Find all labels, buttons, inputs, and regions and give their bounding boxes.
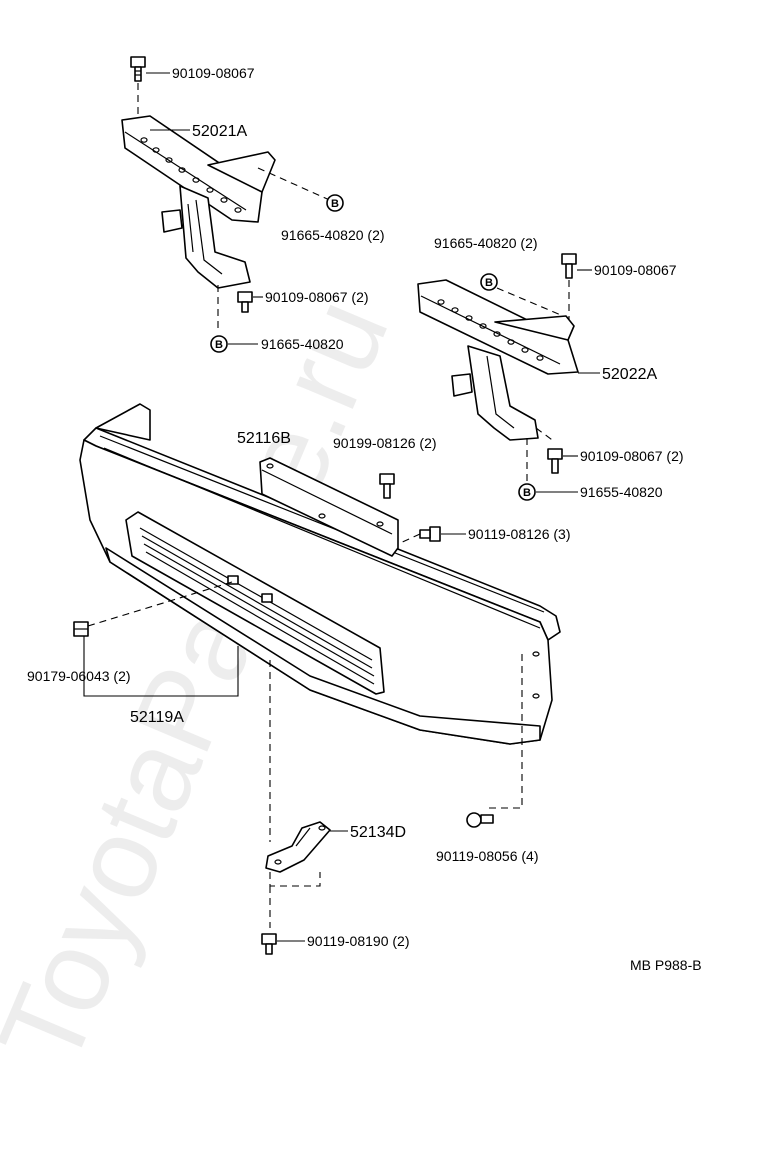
label-bolt-left-lower: 90109-08067 (2) [265, 289, 369, 305]
screw-plate-icon [379, 473, 395, 499]
label-screw-bumper: 90119-08126 (3) [468, 526, 570, 542]
clip-left-a-icon: B [326, 194, 344, 212]
label-bolt-right-top: 90109-08067 [594, 262, 677, 278]
screw-corner-icon [466, 812, 494, 828]
svg-text:B: B [331, 198, 339, 210]
label-screw-corner: 90119-08056 (4) [436, 848, 538, 864]
clip-left-b-icon: B [210, 335, 228, 353]
label-bracket-left: 52021A [192, 123, 247, 140]
bolt-top-left-icon [130, 56, 146, 82]
label-bolt-right-lower: 90109-08067 (2) [580, 448, 684, 464]
label-clip-right-a: 91665-40820 (2) [434, 235, 538, 251]
label-bumper-cover: 52119A [130, 709, 184, 726]
nut-clip-icon [73, 621, 89, 637]
label-screw-plate: 90199-08126 (2) [333, 435, 437, 451]
bracket-left-icon [121, 115, 276, 289]
label-bolt-bottom: 90119-08190 (2) [307, 933, 409, 949]
bracket-lower-icon [265, 821, 331, 873]
label-bolt-top-left: 90109-08067 [172, 65, 255, 81]
bolt-bottom-icon [261, 933, 277, 955]
svg-text:B: B [485, 277, 493, 289]
label-clip-left-b: 91665-40820 [261, 336, 344, 352]
label-clip-left-a: 91665-40820 (2) [281, 227, 385, 243]
clip-right-b-icon: B [518, 483, 536, 501]
bracket-right-icon [417, 279, 579, 441]
bumper-cover-icon [79, 403, 561, 745]
svg-text:B: B [523, 487, 531, 499]
label-clip-right-b: 91655-40820 [580, 484, 663, 500]
bolt-left-lower-icon [237, 291, 253, 313]
screw-bumper-icon [419, 526, 441, 542]
plate-icon [259, 457, 399, 557]
clip-right-a-icon: B [480, 273, 498, 291]
bolt-right-top-icon [561, 253, 577, 279]
label-bracket-right: 52022A [602, 366, 657, 383]
svg-text:B: B [215, 339, 223, 351]
label-nut-clip: 90179-06043 (2) [27, 668, 131, 684]
diagram-code: MB P988-B [630, 957, 702, 973]
label-plate: 52116B [237, 430, 291, 447]
bolt-right-lower-icon [547, 448, 563, 474]
label-bracket-lower: 52134D [350, 824, 406, 841]
